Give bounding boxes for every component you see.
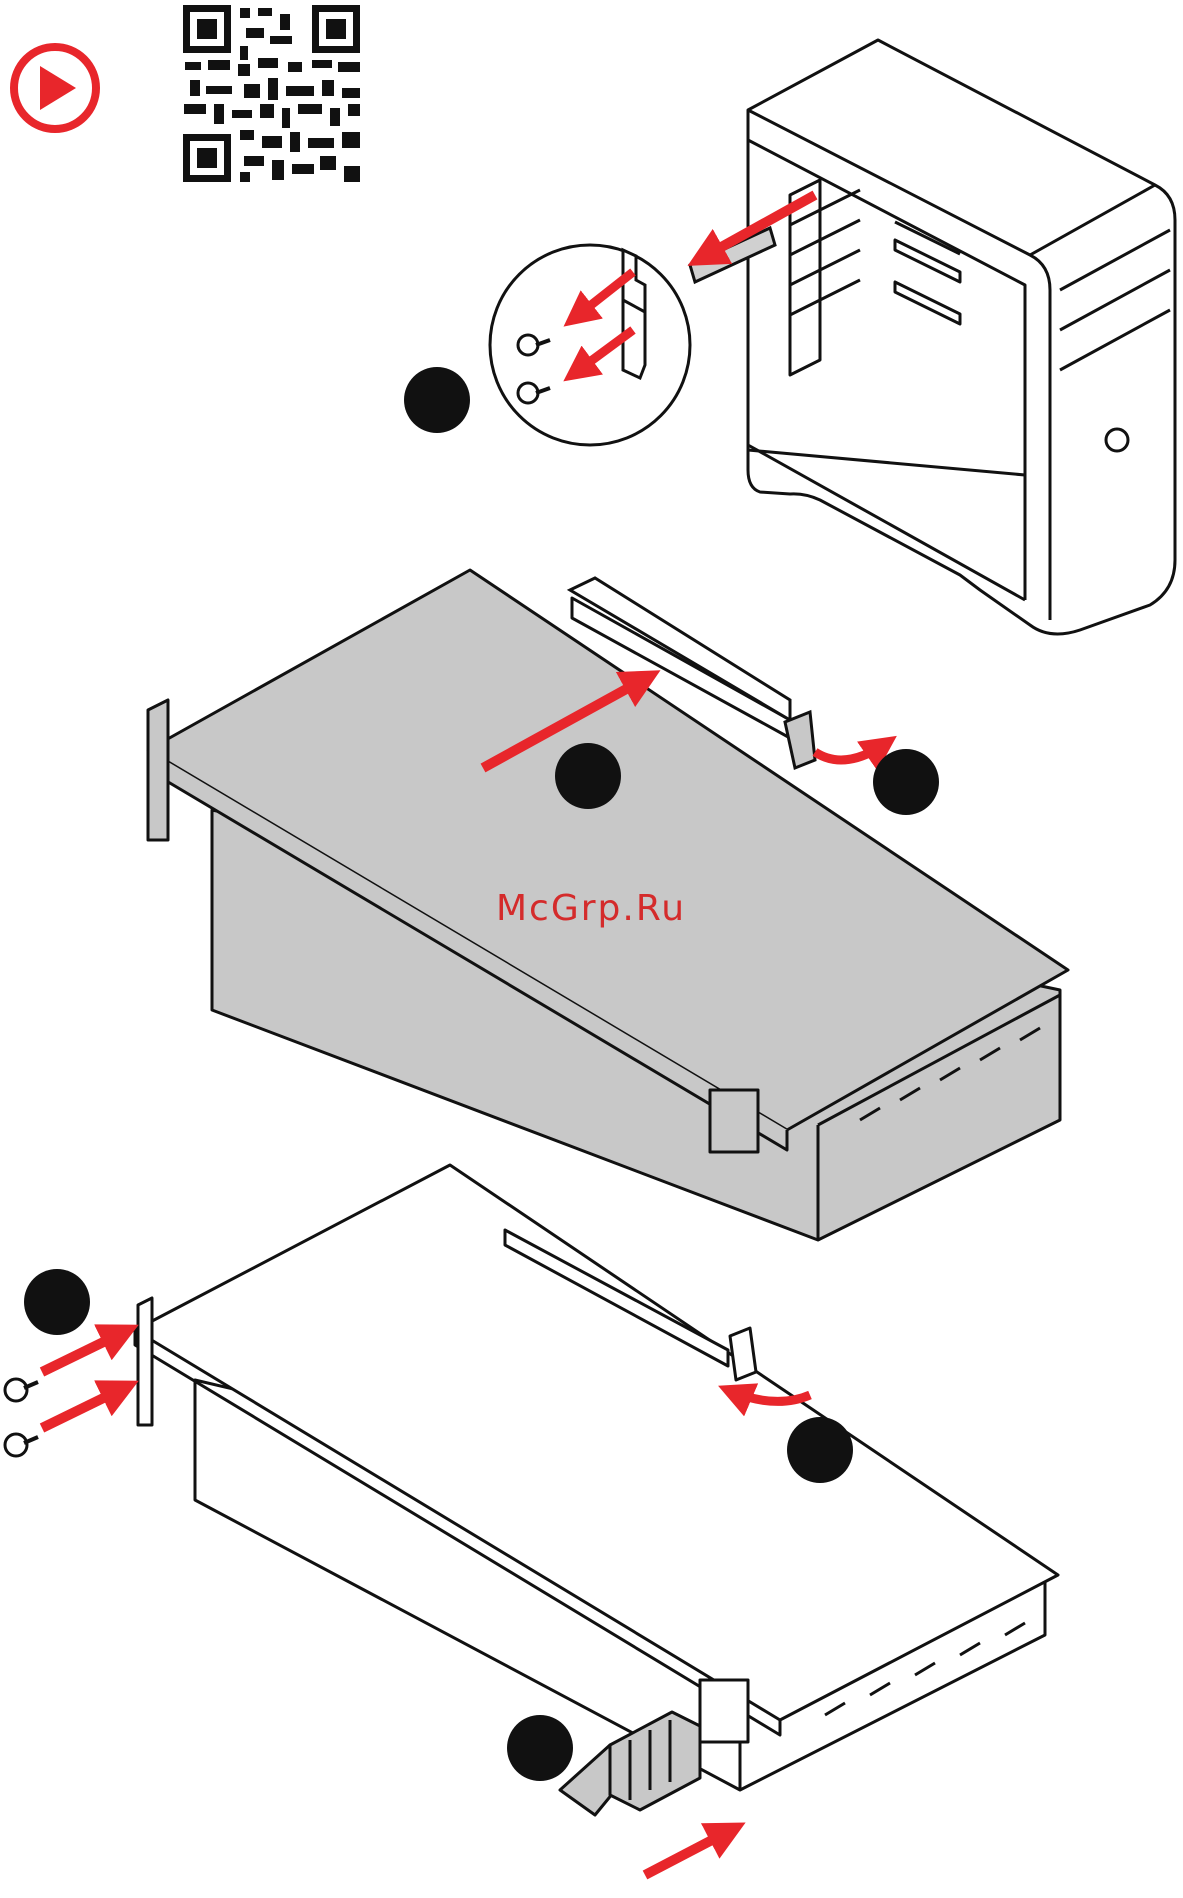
step-marker [24, 1269, 90, 1335]
step-marker [507, 1715, 573, 1781]
screw-icon [5, 1434, 38, 1456]
cable-arrow [645, 1828, 735, 1875]
detail-zoom-circle [490, 245, 690, 445]
watermark-text: McGrp.Ru [496, 888, 686, 929]
graphics-card-installed [135, 1165, 1058, 1790]
step-marker [787, 1417, 853, 1483]
screw-icon [5, 1379, 38, 1401]
latch-arrow [815, 742, 888, 760]
pc-case [748, 40, 1175, 634]
play-circle-icon[interactable] [14, 47, 96, 129]
screw-arrow [42, 1386, 128, 1428]
qr-code-icon [183, 5, 360, 182]
step-marker [555, 743, 621, 809]
step-marker [404, 367, 470, 433]
screw-arrow [42, 1330, 128, 1372]
step-marker [873, 749, 939, 815]
